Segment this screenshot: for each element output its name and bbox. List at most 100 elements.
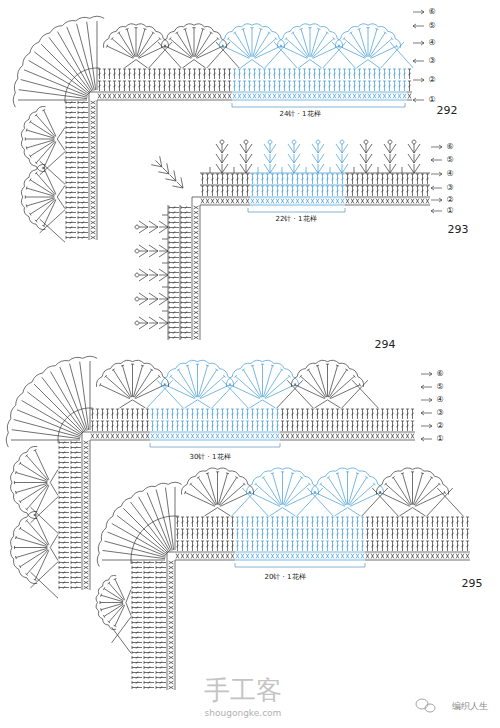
stitch-mark (87, 22, 96, 90)
stitch-mark (232, 488, 258, 516)
stitch-mark (356, 60, 368, 68)
stitch-mark (219, 477, 237, 505)
stitch-mark (271, 365, 274, 366)
stitch-mark (318, 154, 324, 163)
stitch-mark (401, 473, 404, 474)
stitch-mark (199, 370, 217, 398)
stitch-mark (400, 508, 413, 516)
stitch-mark (184, 29, 187, 30)
crochet-chart (13, 16, 413, 242)
stitch-mark (270, 164, 276, 173)
stitch-mark (316, 365, 319, 366)
stitch-mark (318, 144, 324, 153)
stitch-mark (242, 488, 268, 516)
stitch-mark (139, 46, 165, 58)
stitch-mark (133, 400, 146, 408)
stitch-mark (264, 144, 270, 153)
stitch-mark (263, 477, 281, 505)
stitch-mark (310, 60, 322, 68)
chain-arc (244, 140, 248, 144)
crochet-chart (135, 140, 430, 340)
stitch-mark (124, 60, 136, 68)
stitch-mark (298, 60, 310, 68)
chain-arc (220, 140, 224, 144)
stitch-mark (139, 269, 148, 275)
stitch-mark (185, 492, 215, 506)
stitch-mark (222, 144, 228, 153)
stitch-mark (206, 365, 209, 366)
stitch-mark (182, 60, 194, 68)
stitch-mark (135, 385, 165, 399)
stitch-mark (159, 227, 168, 233)
stitch-mark (12, 430, 80, 439)
stitch-mark (283, 508, 296, 516)
stitch-mark (35, 450, 49, 480)
stitch-mark (42, 377, 84, 432)
stitch-mark (165, 385, 195, 399)
stitch-mark (390, 164, 396, 173)
stitch-mark (149, 251, 158, 257)
stitch-mark (427, 488, 453, 516)
stitch-mark (197, 46, 223, 58)
stitch-mark (149, 275, 158, 281)
stitch-mark (250, 492, 280, 506)
stitch-mark (205, 508, 218, 516)
stitch-mark (27, 392, 82, 434)
stitch-mark (413, 508, 426, 516)
stitch-mark (437, 488, 463, 516)
stitch-mark (19, 90, 87, 99)
stitch-mark (246, 164, 252, 173)
stitch-mark (44, 200, 56, 226)
stitch-mark (178, 370, 196, 398)
stitch-mark (109, 583, 124, 600)
stitch-mark (352, 380, 378, 408)
stitch-mark (159, 293, 168, 299)
stitch-mark (20, 463, 48, 481)
stitch-mark (264, 370, 282, 398)
stitch-mark (328, 400, 341, 408)
stitch-mark (123, 508, 168, 553)
stitch-mark (15, 471, 16, 474)
stitch-mark (26, 187, 27, 190)
stitch-mark (240, 144, 246, 153)
stitch-mark (372, 488, 398, 516)
stitch-mark (342, 154, 348, 163)
stitch-mark (35, 550, 49, 580)
stitch-mark (255, 46, 281, 58)
stitch-mark (339, 46, 365, 58)
stitch-mark (288, 154, 294, 163)
stitch-mark (243, 370, 261, 398)
chain-arc (316, 140, 320, 144)
repeat-bracket (150, 443, 280, 447)
stitch-mark (15, 536, 16, 539)
stitch-mark (149, 323, 158, 329)
stitch-mark (315, 400, 328, 408)
stitch-mark (281, 46, 307, 58)
stitch-mark (362, 488, 388, 516)
stitch-mark (159, 245, 168, 251)
stitch-mark (285, 492, 315, 506)
stitch-mark (216, 154, 222, 163)
stitch-mark (380, 492, 410, 506)
stitch-mark (139, 221, 148, 227)
stitch-mark (240, 154, 246, 163)
stitch-mark (50, 483, 58, 496)
crochet-chart (6, 356, 415, 598)
stitch-mark (252, 60, 264, 68)
stitch-mark (206, 473, 209, 474)
stitch-mark (44, 168, 56, 194)
stitch-mark (250, 400, 263, 408)
stitch-mark (113, 370, 131, 398)
stitch-mark (112, 617, 131, 643)
chain-arc (268, 140, 272, 144)
stitch-mark (348, 508, 361, 516)
stitch-mark (330, 385, 360, 399)
stitch-mark (159, 317, 168, 323)
stitch-mark (375, 29, 378, 30)
stitch-mark (270, 154, 276, 163)
chain-arc (364, 140, 368, 144)
stitch-mark (223, 46, 249, 58)
stitch-mark (141, 365, 144, 366)
stitch-mark (57, 185, 65, 197)
stitch-mark (159, 269, 168, 275)
